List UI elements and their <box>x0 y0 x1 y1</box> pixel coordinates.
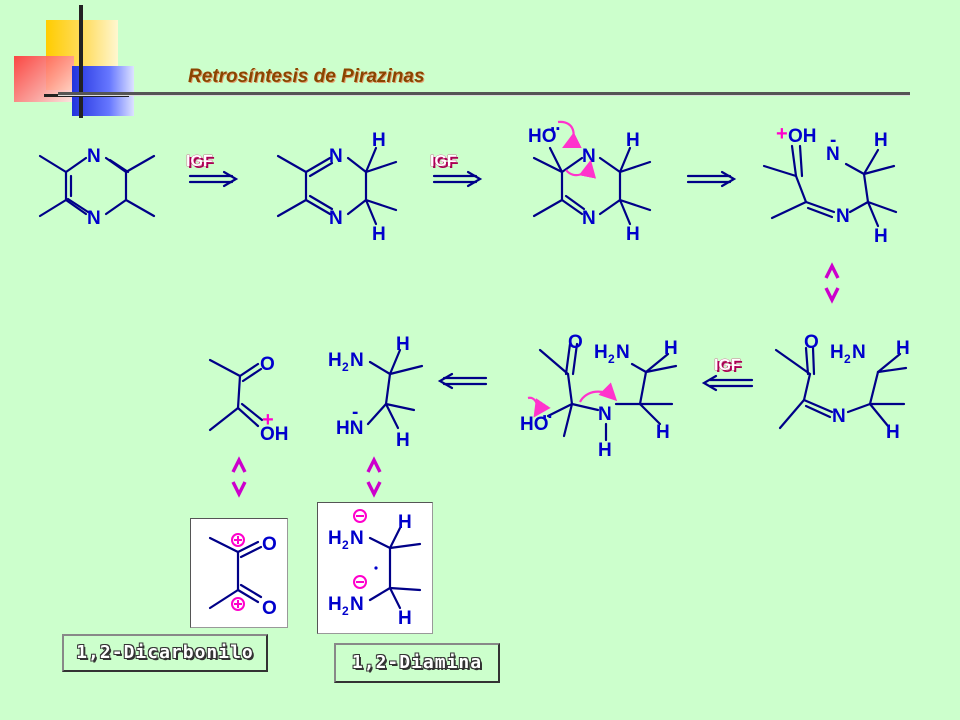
atom-h: H <box>626 224 640 245</box>
atom-h: H <box>626 130 640 151</box>
igf-label-shadow: IGF <box>716 359 743 376</box>
atom-h: H <box>886 422 900 443</box>
atom-n: N <box>329 208 343 229</box>
atom-n: N <box>826 144 840 165</box>
atom-h: H <box>656 422 670 443</box>
atom-o: O <box>568 332 583 353</box>
positive-charge-circle <box>231 533 245 547</box>
slide-title: Retrosíntesis de Pirazinas <box>188 66 425 87</box>
transform-igf-3: IGF IGF <box>701 357 754 392</box>
atom-h: H <box>372 130 386 151</box>
atom-h: H <box>398 608 412 629</box>
atom-n: N <box>582 208 596 229</box>
atom-o: O <box>804 332 819 353</box>
negative-charge-circle <box>353 575 367 589</box>
positive-charge: + <box>262 409 274 431</box>
atom-hn: HN <box>336 418 363 439</box>
atom-h: H <box>396 430 410 451</box>
title-rule-highlight <box>58 95 910 96</box>
electron-arrow <box>527 396 551 418</box>
atom-h: H <box>896 338 910 359</box>
atom-n: N <box>852 342 866 363</box>
molecule-pyrazine: N N <box>38 146 156 229</box>
negative-charge: - <box>352 402 358 423</box>
equivalence-chevrons-left <box>231 456 247 498</box>
atom-n: N <box>87 208 101 229</box>
atom-ho: HO <box>520 414 549 435</box>
molecule-amino-imine: O H 2 N H N H <box>774 332 910 443</box>
atom-n: N <box>832 406 846 427</box>
igf-label: IGF <box>430 153 457 170</box>
subscript-2: 2 <box>844 352 851 366</box>
atom-h: H <box>398 512 412 533</box>
equivalence-chevrons-right <box>824 262 840 304</box>
atom-h: H <box>372 224 386 245</box>
molecule-hemiaminal-open: O H 2 N H HO .. N H H <box>520 332 678 461</box>
atom-n: N <box>836 206 850 227</box>
atom-o: O <box>262 598 277 619</box>
atom-n: N <box>350 350 364 371</box>
label-diamine: 1,2-Diamina <box>334 643 500 683</box>
atom-n: N <box>616 342 630 363</box>
negative-charge-circle <box>353 509 367 523</box>
synthon-dicarbonyl: O O <box>208 533 277 619</box>
atom-h: H <box>328 350 342 371</box>
subscript-2: 2 <box>342 604 349 618</box>
title-rule <box>58 92 910 95</box>
atom-n: N <box>350 528 364 549</box>
atom-h: H <box>874 226 888 247</box>
lone-pair: .. <box>542 402 553 423</box>
subscript-2: 2 <box>608 352 615 366</box>
synthon-diamine: H 2 N H H 2 N H <box>328 509 422 629</box>
atom-h: H <box>594 342 608 363</box>
negative-charge: - <box>830 130 836 151</box>
atom-n: N <box>582 146 596 167</box>
transform-arrow-3 <box>686 170 737 188</box>
atom-h: H <box>328 528 342 549</box>
atom-n: N <box>329 146 343 167</box>
atom-h: H <box>598 440 612 461</box>
atom-h: H <box>830 342 844 363</box>
lone-pair: .. <box>550 114 561 135</box>
atom-n: N <box>87 146 101 167</box>
atom-h: H <box>874 130 888 151</box>
igf-label: IGF <box>714 357 741 374</box>
subscript-2: 2 <box>342 360 349 374</box>
atom-o: O <box>260 354 275 375</box>
molecule-dihydropyrazine: N N H H <box>276 130 398 245</box>
atom-h: H <box>396 334 410 355</box>
transform-igf-2: IGF IGF <box>430 153 483 188</box>
atom-oh: OH <box>788 126 817 147</box>
transform-arrow-4 <box>437 372 488 390</box>
igf-label-shadow: IGF <box>188 155 215 172</box>
atom-n: N <box>350 594 364 615</box>
molecule-ring-opened-cation: + OH N - N H H <box>762 123 898 247</box>
electron-arrow <box>557 120 582 148</box>
subscript-2: 2 <box>342 538 349 552</box>
atom-n: N <box>598 404 612 425</box>
label-dicarbonyl: 1,2-Dicarbonilo <box>62 634 268 672</box>
atom-oh: OH <box>260 424 289 445</box>
molecule-amino-amide-anion: H 2 N H HN - H <box>328 334 424 451</box>
logo-vertical-line <box>79 5 83 118</box>
molecule-protonated-dicarbonyl: O + OH <box>208 354 289 445</box>
electron-arrow <box>579 382 618 403</box>
transform-igf-1: IGF IGF <box>186 153 239 188</box>
positive-charge-circle <box>231 597 245 611</box>
positive-charge: + <box>776 123 788 145</box>
molecule-hemiaminal-ring: HO .. N N H H <box>528 114 652 245</box>
atom-ho: HO <box>528 126 557 147</box>
igf-label-shadow: IGF <box>432 155 459 172</box>
equivalence-chevrons-middle <box>366 456 382 498</box>
atom-o: O <box>262 534 277 555</box>
atom-h: H <box>328 594 342 615</box>
atom-h: H <box>664 338 678 359</box>
igf-label: IGF <box>186 153 213 170</box>
electron-arrow <box>565 159 597 179</box>
